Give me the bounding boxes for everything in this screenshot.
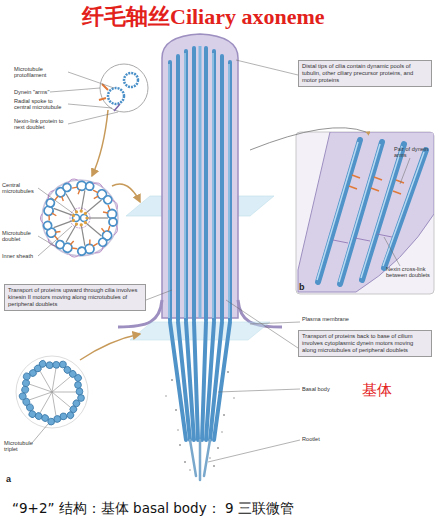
- detail-circle: [100, 64, 148, 112]
- part-label: Nexin-link protein to next doublet: [14, 118, 68, 131]
- inset-frame: [296, 132, 434, 294]
- panel-letter: b: [299, 282, 311, 292]
- leader-lines: [32, 60, 410, 462]
- part-label: Dynein "arms": [14, 89, 54, 95]
- part-label: Radial spoke to central microtubule: [14, 98, 68, 111]
- tubule-letter: B: [128, 75, 136, 83]
- view-arrow: [112, 184, 140, 202]
- inset-illustration: [298, 132, 434, 292]
- part-label: Rootlet: [302, 436, 352, 442]
- title: 纤毛轴丝Ciliary axoneme: [82, 4, 438, 30]
- callout-box: Transport of proteins back to base of ci…: [298, 330, 432, 357]
- doublet: [76, 184, 120, 228]
- granules: [165, 371, 235, 471]
- part-label: Central microtubules: [2, 182, 38, 195]
- callout-box: Transport of proteins upward through cil…: [4, 284, 146, 311]
- triplet: [18, 391, 34, 413]
- triplet: [75, 382, 85, 402]
- view-arrow: [250, 128, 366, 150]
- callout-box: Distal tips of cilia contain dynamic poo…: [298, 60, 432, 87]
- triplet: [63, 363, 83, 384]
- caption: “9+2” 结构：基体 basal body： 9 三联微管: [12, 500, 437, 518]
- rootlet: [190, 440, 210, 480]
- view-arrow: [92, 110, 108, 176]
- cartwheel: [29, 368, 76, 416]
- part-label: Plasma membrane: [302, 316, 382, 322]
- cross-section: [42, 180, 118, 256]
- b-tubule: [124, 73, 138, 87]
- triplet: [47, 412, 68, 425]
- a-tubule: [108, 88, 124, 104]
- part-label: Microtubule triplet: [4, 440, 44, 453]
- chinese-label: 基体: [362, 381, 402, 398]
- section-plane: [130, 322, 270, 340]
- triplet: [27, 359, 49, 377]
- panel-letter: a: [6, 474, 18, 484]
- radial-spoke: [114, 104, 120, 111]
- basal-cross-section: [16, 356, 88, 428]
- view-arrow: [80, 334, 140, 360]
- part-label: Pair of dynein arms: [394, 146, 434, 159]
- callout-text: Transport of proteins back to base of ci…: [302, 333, 428, 354]
- part-label: Microtubule protofilament: [14, 66, 68, 79]
- part-label: Basal body: [302, 386, 352, 392]
- part-label: Inner sheath: [2, 253, 38, 259]
- microtubule-highlight: [169, 53, 229, 318]
- cilium-membrane: [162, 34, 238, 318]
- dynein-arm: [99, 84, 108, 100]
- callout-text: Distal tips of cilia contain dynamic poo…: [302, 63, 428, 84]
- callout-text: Transport of proteins upward through cil…: [8, 287, 142, 308]
- part-label: Nexin cross-link between doublets: [386, 266, 434, 279]
- tubule-letter: A: [113, 91, 121, 99]
- central-pair: [199, 46, 202, 318]
- part-label: Microtubule doublet: [2, 230, 38, 243]
- basal-body: [170, 322, 230, 440]
